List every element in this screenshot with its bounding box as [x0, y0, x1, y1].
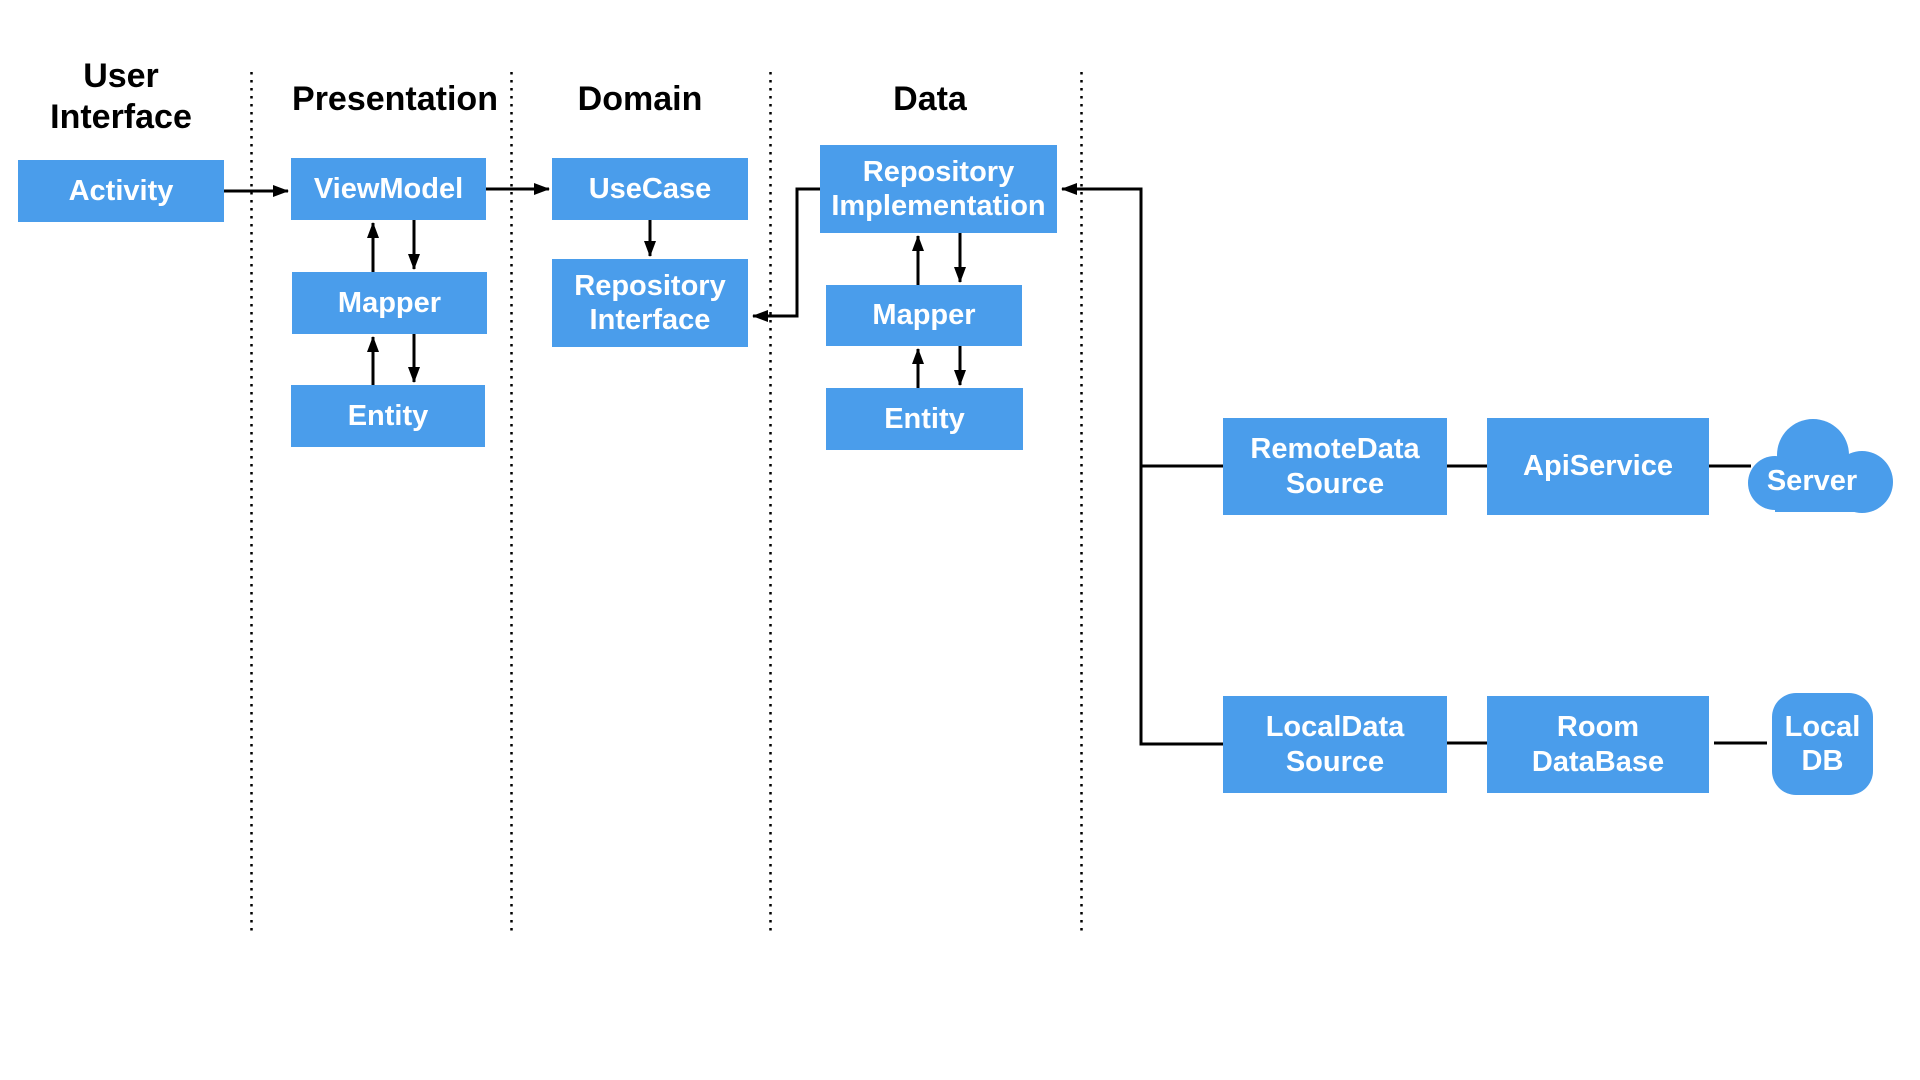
node-usecase-label: UseCase — [588, 172, 712, 205]
arrow-sources-to-repository-implementation — [1061, 183, 1223, 746]
node-room-database: Room DataBase — [1487, 696, 1709, 793]
node-presentation-entity: Entity — [291, 385, 485, 447]
node-local-data-source: LocalData Source — [1223, 696, 1447, 793]
node-presentation-entity-label: Entity — [347, 399, 429, 432]
node-usecase: UseCase — [552, 158, 748, 220]
node-presentation-mapper: Mapper — [292, 272, 487, 334]
node-data-entity: Entity — [826, 388, 1023, 450]
node-viewmodel: ViewModel — [291, 158, 486, 220]
node-activity: Activity — [18, 160, 224, 222]
header-user-interface: User Interface — [50, 57, 192, 136]
node-local-db-label: Local DB — [1784, 710, 1861, 777]
node-local-data-source-label: LocalData Source — [1265, 711, 1405, 778]
node-presentation-mapper-label: Mapper — [337, 286, 442, 319]
node-data-entity-label: Entity — [884, 402, 965, 435]
header-presentation: Presentation — [292, 80, 498, 118]
node-repository-implementation: Repository Implementation — [820, 145, 1057, 233]
node-server-label: Server — [1766, 465, 1858, 497]
node-room-database-label: Room DataBase — [1531, 711, 1665, 778]
node-remote-data-source-label: RemoteData Source — [1250, 433, 1420, 500]
node-local-db: Local DB — [1772, 693, 1873, 795]
node-remote-data-source: RemoteData Source — [1223, 418, 1447, 515]
node-api-service-label: ApiService — [1523, 450, 1673, 483]
arrow-repository-implementation-to-interface — [752, 187, 820, 322]
node-data-mapper: Mapper — [826, 285, 1022, 346]
node-repository-interface-label: Repository Interface — [574, 269, 726, 336]
node-api-service: ApiService — [1487, 418, 1709, 515]
header-data: Data — [893, 80, 967, 118]
header-domain: Domain — [577, 80, 703, 118]
node-data-mapper-label: Mapper — [872, 299, 976, 332]
node-repository-interface: Repository Interface — [552, 259, 748, 347]
node-activity-label: Activity — [68, 174, 174, 207]
node-viewmodel-label: ViewModel — [313, 172, 464, 205]
node-repository-implementation-label: Repository Implementation — [831, 155, 1046, 222]
